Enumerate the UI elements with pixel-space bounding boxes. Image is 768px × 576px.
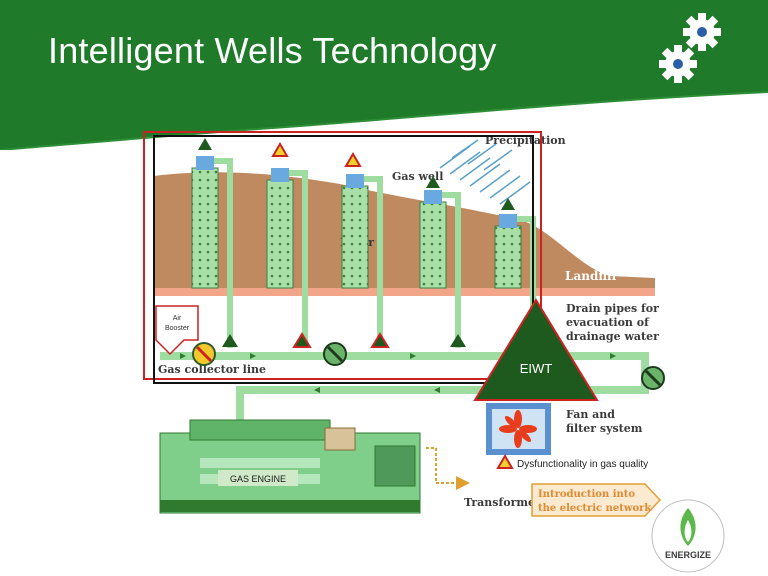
valve-icon: [192, 342, 216, 366]
gears-icon: [659, 13, 721, 83]
highlight-box-red: [143, 131, 542, 380]
gear-icon: [659, 45, 697, 83]
gas-wells: [191, 156, 536, 348]
gas-engine: GAS ENGINE: [159, 419, 421, 514]
energize-logo: ENERGIZE: [651, 499, 725, 573]
warning-triangle-icon: [344, 152, 362, 167]
fan-filter-unit: [486, 403, 551, 455]
warning-triangle-icon: [496, 454, 514, 469]
eiwt-triangle: EIWT: [473, 298, 599, 401]
valve-icon: [323, 342, 347, 366]
ok-triangle-icon: [426, 176, 440, 188]
header-background: [0, 0, 768, 151]
header-band: Intelligent Wells Technology: [0, 0, 768, 151]
fan-icon: [499, 410, 537, 448]
landfill-diagram: Precipitation Gas well Filter Landfill: [143, 131, 665, 517]
fan-filter-label-2: filter system: [566, 422, 643, 435]
transformer-label: Transformer: [464, 496, 541, 509]
ok-triangle-icon: [198, 138, 212, 150]
precipitation-rain: [439, 139, 531, 205]
valve-icon: [641, 366, 665, 390]
drain-pipes-label-2: evacuation of: [566, 316, 650, 329]
ok-triangle-icon: [222, 334, 238, 347]
warning-triangle-icon: [292, 332, 312, 348]
grid-arrow: [531, 483, 662, 517]
legend-dysfunction-label: Dysfunctionality in gas quality: [517, 459, 648, 470]
well-status-markers: [198, 138, 515, 210]
collector-markers: [222, 332, 466, 348]
fan-filter-label-1: Fan and: [566, 408, 615, 421]
highlight-box-black: [153, 135, 534, 384]
ok-triangle-icon: [501, 198, 515, 210]
precipitation-label: Precipitation: [485, 134, 566, 147]
introduction-label-1: Introduction into: [538, 489, 635, 500]
gas-engine-label: GAS ENGINE: [230, 474, 286, 484]
air-booster: Air Booster: [155, 305, 199, 356]
warning-triangle-icon: [370, 332, 390, 348]
drain-pipes-label-1: Drain pipes for: [566, 302, 659, 315]
engine-to-transformer-wire: [426, 447, 460, 484]
drain-pipes-label-3: drainage water: [566, 330, 659, 343]
slide-title: Intelligent Wells Technology: [48, 30, 497, 71]
air-booster-label: Booster: [165, 325, 190, 332]
ok-triangle-icon: [450, 334, 466, 347]
eiwt-label: EIWT: [520, 361, 553, 376]
air-booster-label: Air: [173, 315, 182, 322]
gear-icon: [683, 13, 721, 51]
gas-well-label: Gas well: [392, 170, 443, 183]
introduction-label-2: the electric network: [538, 503, 652, 514]
warning-triangle-icon: [271, 142, 289, 157]
logo-name: ENERGIZE: [665, 550, 711, 560]
gas-collector-label: Gas collector line: [158, 363, 266, 376]
landfill-label: Landfill: [565, 269, 617, 283]
